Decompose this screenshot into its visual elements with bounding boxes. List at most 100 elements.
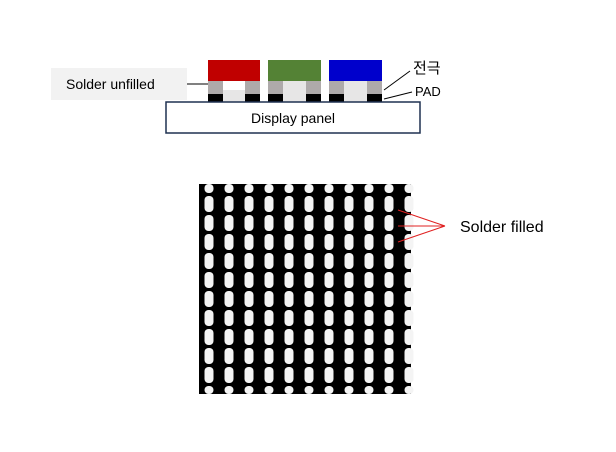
solder-dot xyxy=(284,329,294,345)
solder-dot xyxy=(224,310,234,326)
pad-label: PAD xyxy=(415,84,441,99)
solder-dot xyxy=(324,291,334,307)
solder-dot xyxy=(204,272,214,288)
pad-right xyxy=(306,94,321,102)
solder-dot xyxy=(344,310,354,326)
solder-dot xyxy=(364,367,374,383)
solder-dot xyxy=(404,291,414,307)
solder-dot xyxy=(244,310,254,326)
solder-dot xyxy=(264,291,274,307)
solder xyxy=(344,81,367,102)
solder-dot xyxy=(404,367,414,383)
solder-dot xyxy=(284,348,294,364)
solder-dot xyxy=(344,196,354,212)
solder-dot xyxy=(244,184,254,193)
electrode-right xyxy=(367,81,382,94)
solder-dot xyxy=(304,215,314,231)
solder-dot xyxy=(284,291,294,307)
electrode-label: 전극 xyxy=(413,60,441,77)
green-electrode-top xyxy=(268,60,321,81)
pad-left xyxy=(268,94,283,102)
pad-left xyxy=(208,94,223,102)
subpixel-blue xyxy=(329,60,382,102)
solder-unfilled-label: Solder unfilled xyxy=(66,76,155,92)
solder-dot xyxy=(384,234,394,250)
solder-dot xyxy=(304,329,314,345)
pad-right xyxy=(367,94,382,102)
solder-dot xyxy=(364,196,374,212)
solder-dot xyxy=(204,386,214,394)
solder-dot xyxy=(244,329,254,345)
solder-dot xyxy=(204,348,214,364)
solder-micrograph xyxy=(199,184,414,394)
solder-dot xyxy=(384,196,394,212)
solder-dot xyxy=(404,196,414,212)
solder-dot xyxy=(304,310,314,326)
solder-dot xyxy=(264,272,274,288)
electrode-left xyxy=(268,81,283,94)
solder-dot xyxy=(404,253,414,269)
solder-unfilled-label-box xyxy=(51,68,187,100)
solder-dot xyxy=(204,234,214,250)
solder-dot xyxy=(304,253,314,269)
solder-dot xyxy=(224,386,234,394)
solder-dot xyxy=(264,215,274,231)
solder-dot xyxy=(404,348,414,364)
solder-dot xyxy=(344,215,354,231)
solder-dot xyxy=(344,386,354,394)
solder-dot xyxy=(344,234,354,250)
solder-dot xyxy=(244,272,254,288)
solder-dot xyxy=(324,310,334,326)
solder-dot xyxy=(364,215,374,231)
solder-dot xyxy=(224,253,234,269)
solder-dot xyxy=(324,367,334,383)
solder-dot xyxy=(264,184,274,193)
solder-dot xyxy=(264,310,274,326)
solder-dot xyxy=(224,196,234,212)
solder-dot xyxy=(384,253,394,269)
solder-dot xyxy=(284,272,294,288)
display-panel-label: Display panel xyxy=(251,110,335,126)
solder-dot xyxy=(324,253,334,269)
solder-dot xyxy=(404,329,414,345)
solder-dot xyxy=(384,291,394,307)
solder-dot xyxy=(324,348,334,364)
solder-dot xyxy=(244,196,254,212)
solder-dot xyxy=(324,196,334,212)
solder-dot xyxy=(224,215,234,231)
solder-dot xyxy=(204,184,214,193)
solder-dot xyxy=(324,272,334,288)
pad-left xyxy=(329,94,344,102)
solder-dot xyxy=(284,234,294,250)
solder-dot xyxy=(304,386,314,394)
solder-dot xyxy=(284,253,294,269)
solder-dot xyxy=(404,272,414,288)
solder-dot xyxy=(204,215,214,231)
solder-dot xyxy=(224,272,234,288)
solder-dot xyxy=(384,348,394,364)
solder-dot xyxy=(304,234,314,250)
solder-dot xyxy=(244,367,254,383)
solder-dot xyxy=(244,215,254,231)
solder-dot xyxy=(204,367,214,383)
solder-dot xyxy=(204,291,214,307)
solder-dot xyxy=(384,367,394,383)
solder-dot xyxy=(324,234,334,250)
solder-filled-callout xyxy=(397,209,446,243)
solder-dot xyxy=(224,234,234,250)
solder-dot xyxy=(364,329,374,345)
solder-dot xyxy=(384,215,394,231)
solder-dot xyxy=(304,196,314,212)
electrode-left xyxy=(208,81,223,94)
solder-dot xyxy=(344,253,354,269)
solder-dot xyxy=(384,386,394,394)
electrode-right xyxy=(245,81,260,94)
solder-dot xyxy=(364,272,374,288)
solder-dot xyxy=(404,310,414,326)
solder-dot xyxy=(264,367,274,383)
solder-dot xyxy=(344,184,354,193)
solder-dot xyxy=(224,184,234,193)
solder-dot xyxy=(324,329,334,345)
solder-dot xyxy=(244,234,254,250)
